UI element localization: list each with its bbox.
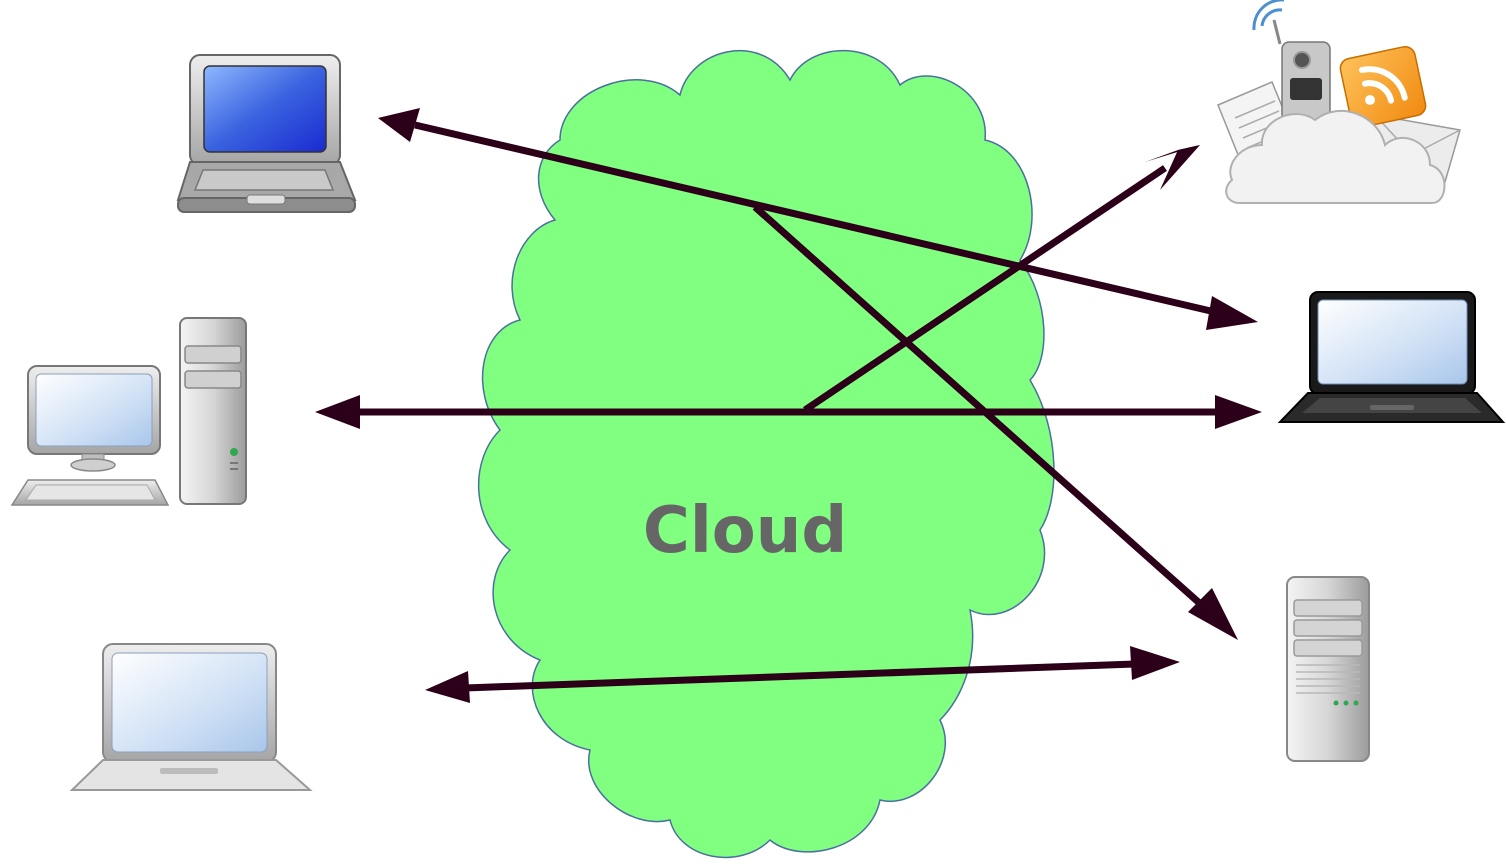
laptop-icon bbox=[1277, 291, 1506, 423]
arrowhead bbox=[1215, 395, 1262, 429]
server-icon bbox=[1286, 576, 1370, 762]
connection-line bbox=[752, 204, 1208, 611]
connection-line bbox=[803, 165, 1167, 413]
connection-arrows bbox=[315, 108, 1262, 703]
cloud-label: Cloud bbox=[643, 494, 847, 568]
desktop-computer-icon bbox=[10, 317, 247, 506]
arrowhead bbox=[1206, 296, 1258, 330]
cloud-services-icon bbox=[1217, 0, 1461, 204]
connection-line bbox=[464, 660, 1136, 692]
arrowhead bbox=[1188, 588, 1238, 640]
arrowhead bbox=[378, 108, 420, 142]
arrowhead bbox=[1160, 145, 1200, 190]
arrowhead bbox=[315, 395, 360, 429]
cloud-shape bbox=[477, 49, 1055, 859]
laptop-icon bbox=[69, 643, 313, 791]
laptop-icon bbox=[176, 54, 357, 213]
arrowhead bbox=[425, 671, 470, 703]
arrowhead bbox=[1145, 145, 1200, 162]
connection-line bbox=[414, 121, 1216, 316]
arrowhead bbox=[1130, 646, 1180, 680]
